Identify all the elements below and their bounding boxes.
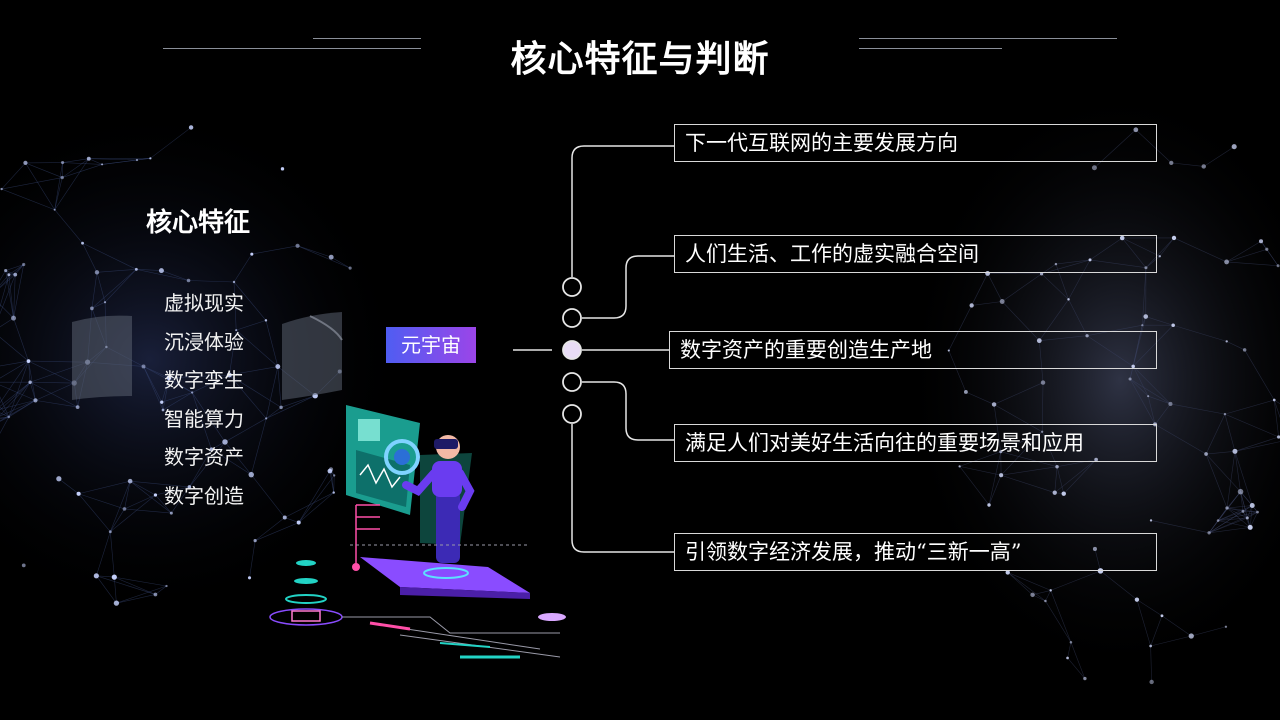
feature-item: 数字资产 xyxy=(164,445,244,469)
judgement-item: 下一代互联网的主要发展方向 xyxy=(674,124,1157,162)
feature-item: 智能算力 xyxy=(164,406,244,431)
feature-item: 数字创造 xyxy=(164,483,244,508)
judgement-item: 人们生活、工作的虚实融合空间 xyxy=(674,235,1157,273)
metaverse-tag: 元宇宙 xyxy=(386,327,476,363)
features-heading: 核心特征 xyxy=(146,208,251,238)
page-title: 核心特征与判断 xyxy=(510,39,770,80)
title-decoration-line xyxy=(313,38,421,39)
feature-item: 沉浸体验 xyxy=(164,329,244,354)
feature-list: 虚拟现实 沉浸体验 数字孪生 智能算力 数字资产 数字创造 xyxy=(164,284,244,515)
feature-item: 虚拟现实 xyxy=(164,291,244,315)
title-decoration-line xyxy=(859,48,1002,49)
cylinder-decoration xyxy=(72,312,343,400)
title-decoration-line xyxy=(859,38,1117,39)
title-decoration-line xyxy=(163,48,421,49)
feature-item: 数字孪生 xyxy=(164,368,244,392)
judgement-item: 数字资产的重要创造生产地 xyxy=(669,331,1157,369)
judgement-item: 满足人们对美好生活向往的重要场景和应用 xyxy=(674,424,1157,462)
connector-nodes xyxy=(562,277,582,424)
vr-person-illustration xyxy=(269,405,566,659)
judgement-item: 引领数字经济发展，推动“三新一高” xyxy=(674,533,1157,571)
